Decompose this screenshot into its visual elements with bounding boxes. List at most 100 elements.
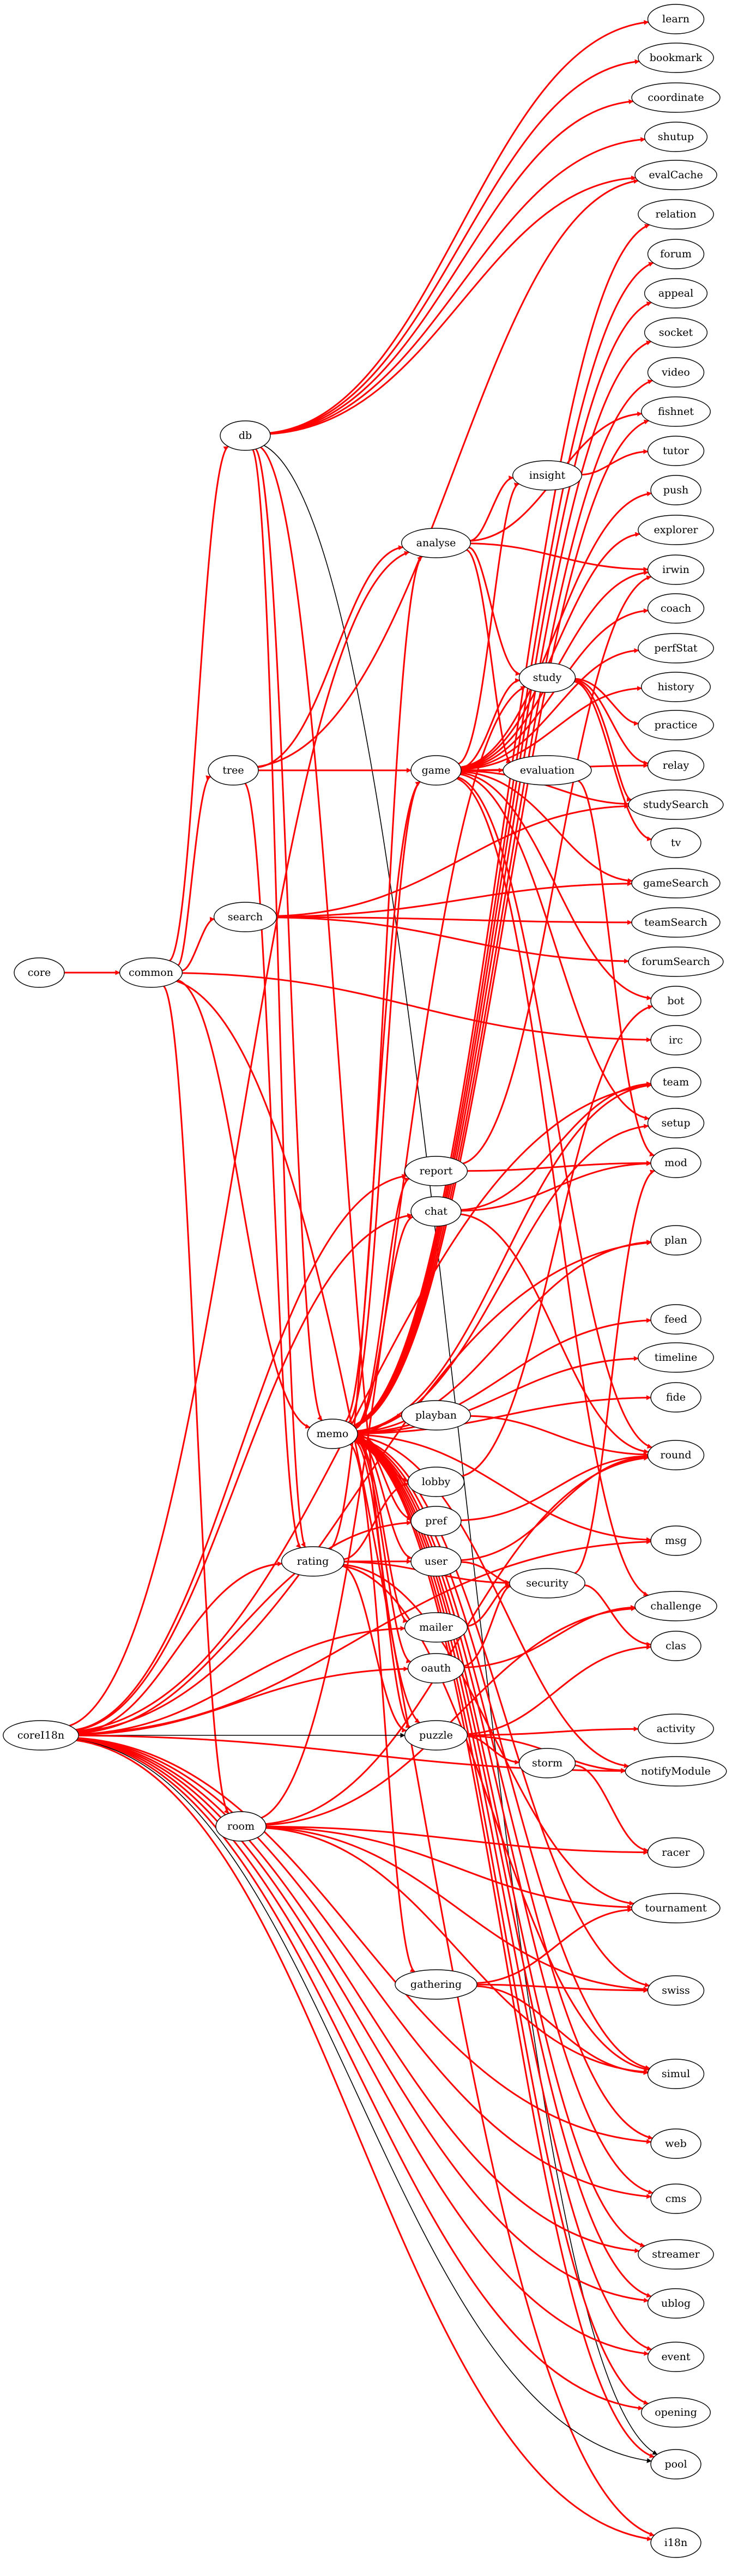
node-core: core xyxy=(14,957,65,988)
edge-coreI18n-to-pool xyxy=(76,1739,652,2463)
node-i18n: i18n xyxy=(650,2527,701,2558)
edge-search-to-studySearch xyxy=(276,804,630,917)
node-shape xyxy=(401,1400,471,1431)
edge-search-to-gameSearch xyxy=(276,881,632,918)
node-forum: forum xyxy=(647,239,705,269)
node-streamer: streamer xyxy=(638,2239,714,2270)
node-label: chat xyxy=(425,1205,447,1217)
node-shape xyxy=(208,755,259,786)
node-label: forumSearch xyxy=(642,956,710,968)
edge-db-to-coordinate xyxy=(270,99,634,435)
node-tournament: tournament xyxy=(631,1893,721,1923)
node-coach: coach xyxy=(647,593,705,624)
node-label: feed xyxy=(664,1313,687,1325)
node-team: team xyxy=(650,1067,701,1097)
node-opening: opening xyxy=(640,2397,711,2428)
node-shape xyxy=(213,902,277,932)
edge-memo-to-web xyxy=(355,1438,654,2140)
node-label: learn xyxy=(662,13,689,25)
node-label: fishnet xyxy=(658,406,694,418)
node-shape xyxy=(647,554,705,585)
node-label: room xyxy=(227,1820,255,1832)
node-tree: tree xyxy=(208,755,259,786)
edge-memo-to-oauth xyxy=(355,1439,412,1663)
node-forumSearch: forumSearch xyxy=(628,946,724,977)
node-label: teamSearch xyxy=(644,916,707,928)
edge-game-to-gameSearch xyxy=(461,770,633,883)
edge-memo-to-pool xyxy=(354,1440,655,2458)
node-shape xyxy=(410,1506,462,1536)
node-irwin: irwin xyxy=(647,554,705,585)
node-shape xyxy=(650,475,701,505)
node-shape xyxy=(638,2239,714,2270)
edge-memo-to-appeal xyxy=(353,301,652,1427)
node-shape xyxy=(640,2397,711,2428)
node-pool: pool xyxy=(650,2449,701,2480)
node-label: relay xyxy=(663,759,689,771)
edge-analyse-to-evaluation xyxy=(466,549,512,764)
node-gathering: gathering xyxy=(395,1969,477,2000)
node-shape xyxy=(644,278,708,309)
node-shape xyxy=(650,1025,701,1055)
edge-common-to-search xyxy=(182,916,215,972)
edge-room-to-round xyxy=(265,1456,649,1825)
edge-coreI18n-to-event xyxy=(77,1738,649,2356)
node-label: swiss xyxy=(662,1984,690,1996)
edge-game-to-study xyxy=(461,678,521,769)
edge-tree-to-analyse xyxy=(257,545,404,768)
node-shape xyxy=(650,1148,701,1178)
node-appeal: appeal xyxy=(644,278,708,309)
node-shape xyxy=(628,789,724,820)
node-security: security xyxy=(509,1568,585,1598)
edge-coreI18n-to-rating xyxy=(77,1561,283,1734)
node-label: mailer xyxy=(419,1621,453,1633)
edge-room-to-swiss xyxy=(265,1826,649,1992)
edge-report-to-mod xyxy=(467,1160,651,1172)
node-rating: rating xyxy=(281,1546,345,1577)
edge-study-to-practice xyxy=(575,678,639,726)
node-teamSearch: teamSearch xyxy=(631,907,721,938)
node-label: event xyxy=(661,2351,690,2363)
node-ublog: ublog xyxy=(647,2288,705,2319)
node-shape xyxy=(638,1714,714,1744)
node-label: search xyxy=(228,911,263,923)
node-studySearch: studySearch xyxy=(628,789,724,820)
edge-oauth-to-security xyxy=(463,1584,511,1667)
node-shape xyxy=(401,528,471,558)
edge-memo-to-opening xyxy=(354,1440,649,2405)
edge-coreI18n-to-oauth xyxy=(78,1666,409,1736)
edge-memo-to-socket xyxy=(353,340,652,1427)
edge-insight-to-tutor xyxy=(582,449,649,476)
node-label: setup xyxy=(661,1117,690,1129)
node-video: video xyxy=(647,357,705,388)
edge-tree-to-evalCache xyxy=(257,179,639,768)
node-label: bookmark xyxy=(650,52,703,64)
edge-game-to-insight xyxy=(458,482,519,765)
edge-common-to-tree xyxy=(177,775,211,966)
node-label: racer xyxy=(662,1847,690,1859)
node-shape xyxy=(638,710,714,740)
edge-game-to-challenge xyxy=(456,777,649,1596)
edge-room-to-racer xyxy=(265,1825,649,1855)
edge-game-to-history xyxy=(461,686,642,770)
edge-chat-to-mod xyxy=(461,1161,651,1212)
node-shape xyxy=(395,1969,477,2000)
edge-coreI18n-to-opening xyxy=(77,1739,643,2411)
edge-memo-to-team xyxy=(357,1083,652,1432)
node-room: room xyxy=(215,1811,267,1842)
node-label: notifyModule xyxy=(641,1765,711,1777)
node-shape xyxy=(410,755,462,786)
node-relay: relay xyxy=(647,750,705,781)
node-shape xyxy=(644,317,708,348)
node-evaluation: evaluation xyxy=(503,755,592,786)
node-label: core xyxy=(28,967,51,979)
edge-puzzle-to-clas xyxy=(467,1644,651,1735)
node-bot: bot xyxy=(650,986,701,1016)
node-learn: learn xyxy=(647,4,705,34)
node-timeline: timeline xyxy=(638,1342,714,1373)
edge-common-to-db xyxy=(169,445,229,962)
node-shape xyxy=(647,357,705,388)
node-shape xyxy=(220,420,271,451)
node-label: web xyxy=(665,2138,687,2150)
node-history: history xyxy=(640,672,711,702)
